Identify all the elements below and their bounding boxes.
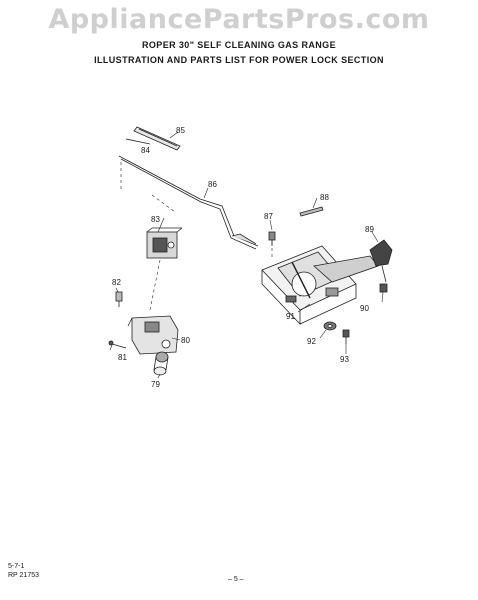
callout-86: 86 — [208, 180, 217, 189]
part-92-washer — [323, 321, 337, 331]
part-82-screw — [115, 291, 123, 307]
part-83-solenoid — [146, 227, 183, 259]
page-title: ROPER 30" SELF CLEANING GAS RANGE — [142, 40, 336, 50]
part-86-rod — [118, 155, 259, 250]
footer-code-2: RP 21753 — [8, 572, 40, 579]
callout-88: 88 — [320, 193, 329, 202]
callout-84: 84 — [141, 146, 150, 155]
part-93-screw — [342, 329, 350, 344]
leader-lines — [109, 131, 384, 379]
part-88-link — [299, 206, 324, 217]
callout-81: 81 — [118, 353, 127, 362]
callout-93: 93 — [340, 355, 349, 364]
page-subtitle: ILLUSTRATION AND PARTS LIST FOR POWER LO… — [94, 55, 384, 65]
part-89-lock-hook — [369, 239, 393, 283]
leader-84 — [125, 138, 151, 145]
callout-82: 82 — [112, 278, 121, 287]
callout-83: 83 — [151, 215, 160, 224]
part-85-bracket — [133, 126, 181, 151]
part-81-pin — [108, 340, 127, 349]
watermark: AppliancePartsPros.com — [48, 4, 430, 35]
callout-79: 79 — [151, 380, 160, 389]
callout-85: 85 — [176, 126, 185, 135]
alignment-lines — [120, 162, 273, 311]
callout-89: 89 — [365, 225, 374, 234]
page-number: – 5 – — [228, 576, 244, 583]
part-90-nut — [379, 283, 388, 293]
part-79-knob — [153, 351, 169, 376]
footer-code-1: 5-7-1 — [8, 563, 25, 570]
part-87-screw — [268, 231, 276, 246]
callout-90: 90 — [360, 304, 369, 313]
part-91-lock-plate — [261, 245, 379, 326]
callout-91: 91 — [286, 312, 295, 321]
part-80-switch — [127, 315, 179, 355]
callout-92: 92 — [307, 337, 316, 346]
callout-87: 87 — [264, 212, 273, 221]
callout-80: 80 — [181, 336, 190, 345]
